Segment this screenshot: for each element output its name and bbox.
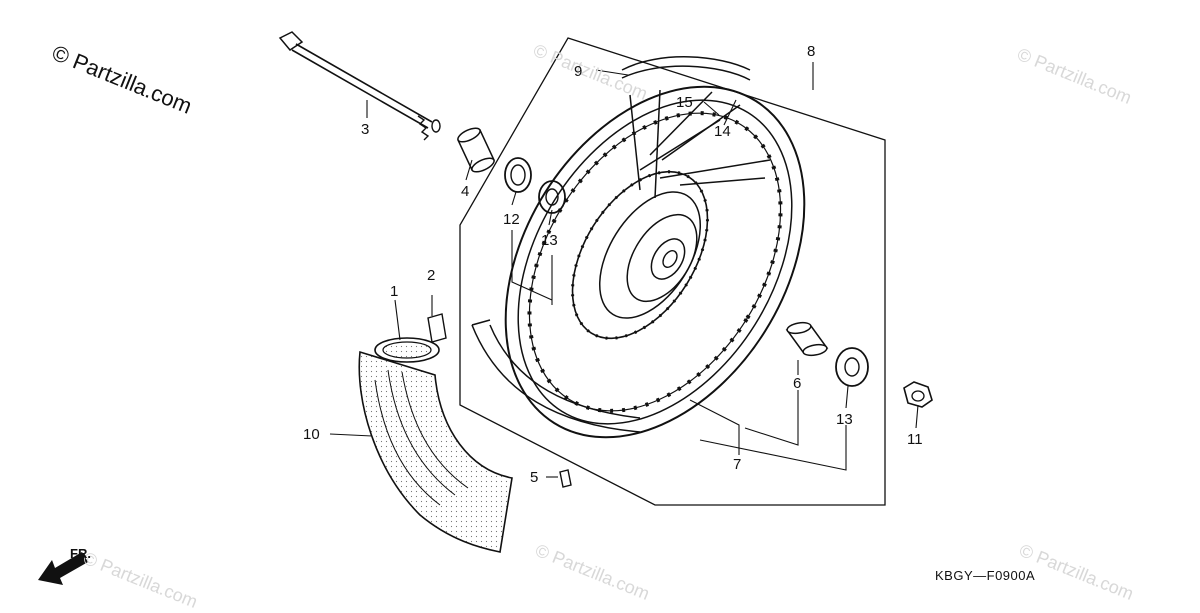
callout-7: 7 — [733, 456, 742, 473]
rim-strip-lower — [471, 319, 641, 433]
dust-seal — [504, 157, 532, 193]
wheel-hub — [571, 170, 709, 340]
callout-13: 13 — [836, 411, 853, 428]
distance-collar-right — [785, 321, 829, 357]
callout-6: 6 — [793, 375, 802, 392]
direction-label: FR. — [70, 546, 91, 561]
reference-code: KBGY—F0900A — [935, 568, 1036, 583]
callout-1: 1 — [390, 283, 399, 300]
diagram-drawing — [38, 31, 933, 585]
callout-12: 12 — [503, 211, 520, 228]
front-direction-arrow — [38, 552, 88, 585]
axle-nut — [903, 381, 933, 408]
callout-4: 4 — [461, 183, 470, 200]
rim-band — [427, 313, 447, 343]
callout-3: 3 — [361, 121, 370, 138]
callout-15: 15 — [676, 94, 693, 111]
callout-13: 13 — [541, 232, 558, 249]
callout-8: 8 — [807, 43, 816, 60]
callout-14: 14 — [714, 123, 731, 140]
callout-2: 2 — [427, 267, 436, 284]
tire-valve — [559, 469, 572, 488]
inner-tube — [374, 337, 440, 363]
bearing-right — [835, 347, 869, 387]
parts-diagram: © Partzilla.com © Partzilla.com © Partzi… — [38, 31, 1137, 612]
front-axle — [278, 31, 441, 141]
assembly-outline — [459, 37, 886, 506]
rim-strip — [621, 56, 751, 81]
wheel-rim — [504, 85, 806, 439]
tire — [358, 350, 513, 553]
callout-11: 11 — [907, 431, 923, 448]
leader-lines — [329, 62, 919, 478]
callout-10: 10 — [303, 426, 320, 443]
callout-9: 9 — [574, 63, 583, 80]
spokes — [629, 89, 771, 199]
distance-collar-left — [457, 127, 495, 173]
callout-5: 5 — [530, 469, 539, 486]
